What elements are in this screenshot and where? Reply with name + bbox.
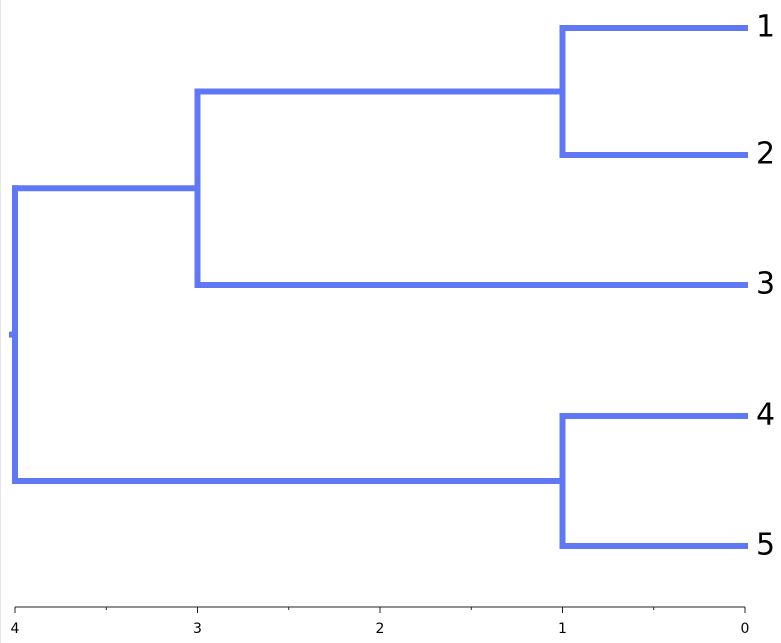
x-axis-tick-label: 2 — [376, 621, 385, 637]
leaf-labels: 1 2 3 4 5 — [756, 10, 775, 563]
x-axis-tick-label: 0 — [741, 621, 750, 637]
x-axis-tick-label: 3 — [193, 621, 202, 637]
leaf-label-1: 1 — [756, 10, 775, 45]
x-axis: 4 3 2 1 0 — [11, 606, 750, 637]
leaf-label-3: 3 — [756, 267, 775, 302]
dendrogram-branches — [9, 25, 748, 549]
leaf-label-2: 2 — [756, 137, 775, 172]
leaf-label-4: 4 — [756, 398, 775, 433]
left-edge-border — [0, 0, 1, 643]
leaf-label-5: 5 — [756, 528, 775, 563]
x-axis-tick-label: 4 — [11, 621, 20, 637]
x-axis-tick-label: 1 — [558, 621, 567, 637]
